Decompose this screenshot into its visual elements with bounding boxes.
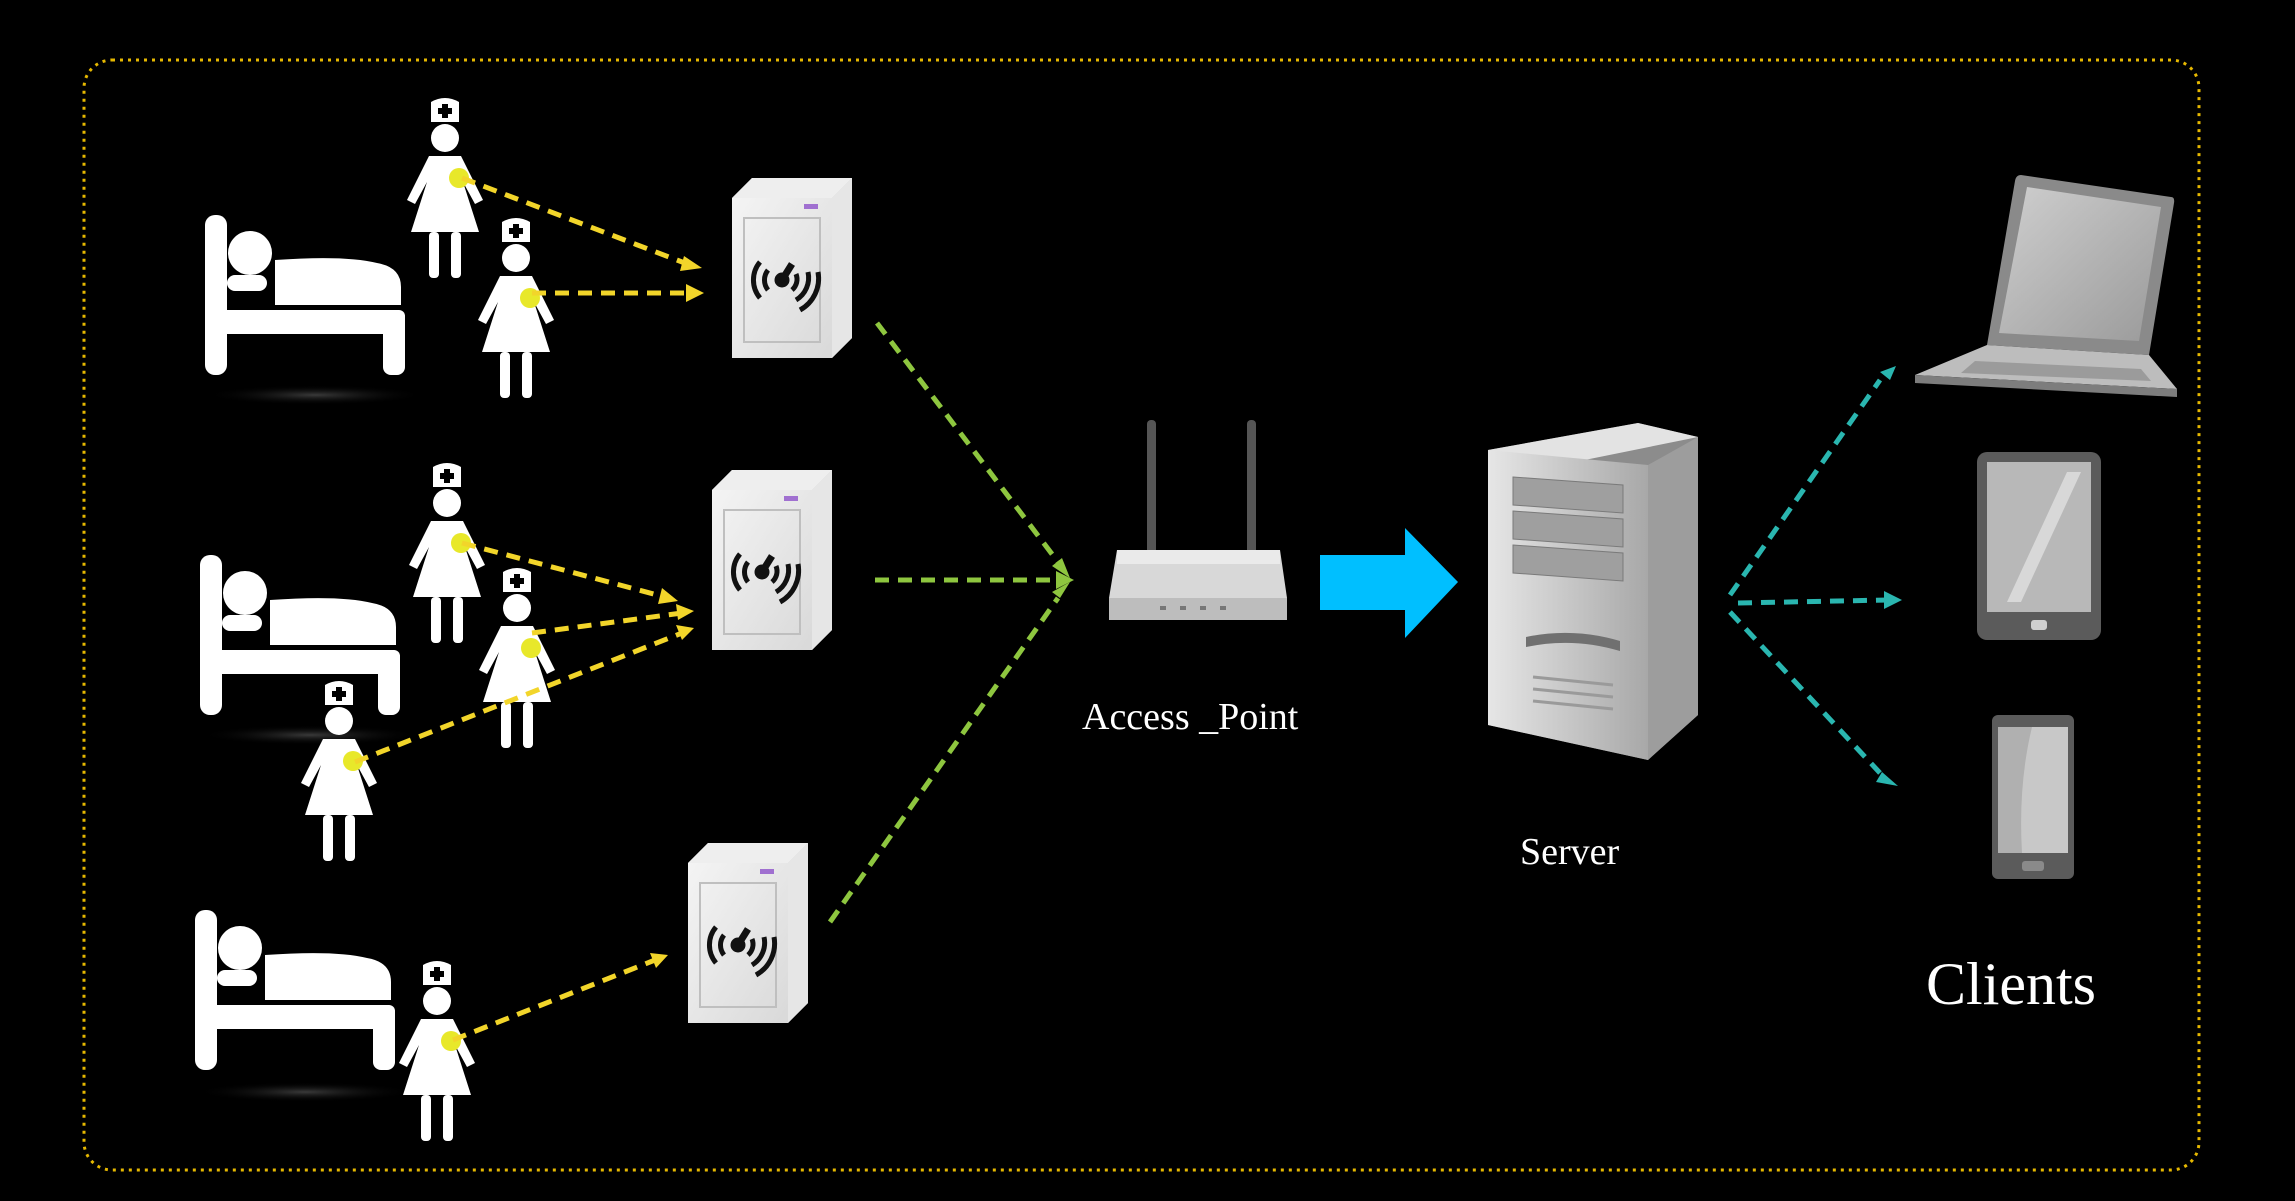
arrow-heads-green: [1052, 558, 1074, 598]
server-client-links: [1727, 378, 1889, 775]
reader-ap-links: [827, 321, 1061, 924]
rfid-reader-icon: [712, 470, 832, 650]
server-label: Server: [1520, 831, 1620, 873]
clients-label: Clients: [1926, 951, 2097, 1017]
arrow-heads-yellow: [650, 256, 704, 968]
arrow-right-icon: [1320, 528, 1458, 638]
nurse-icon: [301, 681, 377, 861]
nurse-icon: [399, 961, 475, 1141]
patient-reader-links: [354, 175, 691, 1043]
tablet-icon: [1977, 452, 2101, 640]
nurse-icon: [479, 568, 555, 748]
nurse-icon: [478, 218, 554, 398]
rfid-reader-icon: [688, 843, 808, 1023]
access-point-icon: [1109, 420, 1287, 620]
bed-icon: [205, 215, 425, 405]
smartphone-icon: [1992, 715, 2074, 879]
server-icon: [1488, 423, 1698, 760]
bed-icon: [200, 555, 420, 745]
rfid-reader-icon: [732, 178, 852, 358]
nurse-icon: [409, 463, 485, 643]
nurse-icon: [407, 98, 483, 278]
laptop-icon: [1915, 175, 2177, 397]
access-point-label: Access _Point: [1082, 696, 1299, 738]
arrow-heads-teal: [1876, 366, 1902, 786]
bed-icon: [195, 910, 415, 1102]
